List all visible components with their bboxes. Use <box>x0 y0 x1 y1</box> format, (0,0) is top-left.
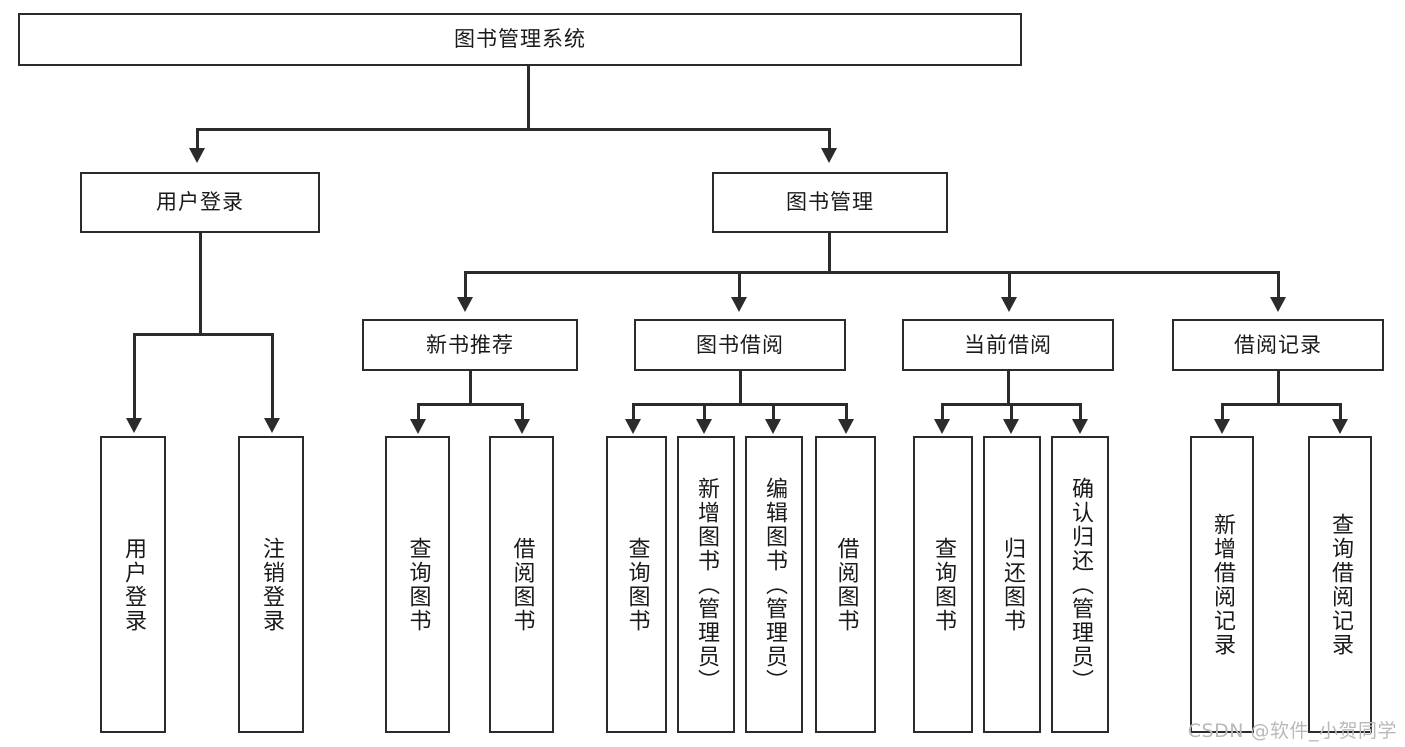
arrowhead-user-to-leaf-2 <box>264 418 280 433</box>
node-book-borrow-label: 图书借阅 <box>696 332 784 357</box>
leaf-add-book-admin[interactable]: 新增图书（管理员） <box>677 436 735 733</box>
leaf-add-book-admin-label: 新增图书（管理员） <box>693 476 719 693</box>
leaf-return-book[interactable]: 归还图书 <box>983 436 1041 733</box>
connector-current-to-leaf-3 <box>1079 403 1082 421</box>
connector-book-stem <box>828 233 831 273</box>
arrowhead-newbook-to-leaf-1 <box>410 419 426 434</box>
arrowhead-current-to-leaf-1 <box>934 419 950 434</box>
arrowhead-borrow-to-leaf-1 <box>625 419 641 434</box>
node-root[interactable]: 图书管理系统 <box>18 13 1022 66</box>
arrowhead-book-to-current <box>1001 297 1017 312</box>
leaf-borrow-book[interactable]: 借阅图书 <box>815 436 876 733</box>
arrowhead-current-to-leaf-2 <box>1003 419 1019 434</box>
leaf-confirm-return-admin[interactable]: 确认归还（管理员） <box>1051 436 1109 733</box>
leaf-borrow-query-book-label: 查询图书 <box>624 536 650 633</box>
connector-current-to-leaf-1 <box>941 403 944 421</box>
leaf-query-borrow-record[interactable]: 查询借阅记录 <box>1308 436 1372 733</box>
connector-current-to-leaf-2 <box>1010 403 1013 421</box>
arrowhead-record-to-leaf-2 <box>1332 419 1348 434</box>
connector-user-to-leaf-2 <box>271 333 274 420</box>
leaf-newbook-borrow-book[interactable]: 借阅图书 <box>489 436 554 733</box>
leaf-user-login[interactable]: 用户登录 <box>100 436 166 733</box>
leaf-borrow-query-book[interactable]: 查询图书 <box>606 436 667 733</box>
connector-newbook-to-leaf-1 <box>417 403 420 421</box>
connector-record-stem <box>1277 371 1280 405</box>
node-root-label: 图书管理系统 <box>454 27 586 52</box>
connector-book-to-current <box>1008 271 1011 299</box>
connector-newbook-stem <box>469 371 472 405</box>
leaf-newbook-borrow-book-label: 借阅图书 <box>509 536 535 633</box>
leaf-edit-book-admin[interactable]: 编辑图书（管理员） <box>745 436 803 733</box>
connector-user-to-leaf-1 <box>133 333 136 420</box>
connector-user-bus <box>133 333 273 336</box>
connector-root-to-user <box>196 128 199 150</box>
leaf-current-query-book-label: 查询图书 <box>930 536 956 633</box>
node-user-login[interactable]: 用户登录 <box>80 172 320 233</box>
connector-user-stem <box>199 233 202 335</box>
leaf-logout[interactable]: 注销登录 <box>238 436 304 733</box>
leaf-newbook-query-book-label: 查询图书 <box>405 536 431 633</box>
connector-book-to-record <box>1277 271 1280 299</box>
arrowhead-root-to-user <box>189 148 205 163</box>
node-new-book-recommend-label: 新书推荐 <box>426 332 514 357</box>
leaf-confirm-return-admin-label: 确认归还（管理员） <box>1067 476 1093 693</box>
node-borrow-record-label: 借阅记录 <box>1234 332 1322 357</box>
connector-book-to-newbook <box>464 271 467 299</box>
node-user-login-label: 用户登录 <box>156 190 244 215</box>
connector-book-bus <box>464 271 1277 274</box>
connector-book-to-borrow <box>738 271 741 299</box>
connector-root-to-book <box>828 128 831 150</box>
connector-record-bus <box>1221 403 1341 406</box>
arrowhead-record-to-leaf-1 <box>1214 419 1230 434</box>
node-current-borrow-label: 当前借阅 <box>964 332 1052 357</box>
arrowhead-newbook-to-leaf-2 <box>514 419 530 434</box>
arrowhead-current-to-leaf-3 <box>1072 419 1088 434</box>
leaf-query-borrow-record-label: 查询借阅记录 <box>1327 512 1353 657</box>
connector-borrow-to-leaf-4 <box>845 403 848 421</box>
connector-record-to-leaf-2 <box>1339 403 1342 421</box>
arrowhead-borrow-to-leaf-4 <box>838 419 854 434</box>
connector-borrow-stem <box>739 371 742 405</box>
node-borrow-record[interactable]: 借阅记录 <box>1172 319 1384 371</box>
leaf-logout-label: 注销登录 <box>258 536 284 633</box>
leaf-current-query-book[interactable]: 查询图书 <box>913 436 973 733</box>
connector-newbook-to-leaf-2 <box>521 403 524 421</box>
leaf-add-borrow-record-label: 新增借阅记录 <box>1209 512 1235 657</box>
arrowhead-root-to-book <box>821 148 837 163</box>
arrowhead-book-to-borrow <box>731 297 747 312</box>
connector-newbook-bus <box>417 403 523 406</box>
leaf-return-book-label: 归还图书 <box>999 536 1025 633</box>
arrowhead-borrow-to-leaf-2 <box>696 419 712 434</box>
node-new-book-recommend[interactable]: 新书推荐 <box>362 319 578 371</box>
arrowhead-book-to-record <box>1270 297 1286 312</box>
leaf-newbook-query-book[interactable]: 查询图书 <box>385 436 450 733</box>
connector-root-bus <box>196 128 830 131</box>
node-book-management-label: 图书管理 <box>786 190 874 215</box>
connector-borrow-bus <box>632 403 847 406</box>
leaf-add-borrow-record[interactable]: 新增借阅记录 <box>1190 436 1254 733</box>
connector-borrow-to-leaf-1 <box>632 403 635 421</box>
leaf-user-login-label: 用户登录 <box>120 536 146 633</box>
connector-current-stem <box>1007 371 1010 405</box>
node-book-borrow[interactable]: 图书借阅 <box>634 319 846 371</box>
arrowhead-book-to-newbook <box>457 297 473 312</box>
leaf-borrow-book-label: 借阅图书 <box>833 536 859 633</box>
node-book-management[interactable]: 图书管理 <box>712 172 948 233</box>
connector-borrow-to-leaf-2 <box>703 403 706 421</box>
connector-root-stem <box>527 66 530 130</box>
arrowhead-user-to-leaf-1 <box>126 418 142 433</box>
connector-borrow-to-leaf-3 <box>772 403 775 421</box>
leaf-edit-book-admin-label: 编辑图书（管理员） <box>761 476 787 693</box>
connector-record-to-leaf-1 <box>1221 403 1224 421</box>
node-current-borrow[interactable]: 当前借阅 <box>902 319 1114 371</box>
arrowhead-borrow-to-leaf-3 <box>765 419 781 434</box>
